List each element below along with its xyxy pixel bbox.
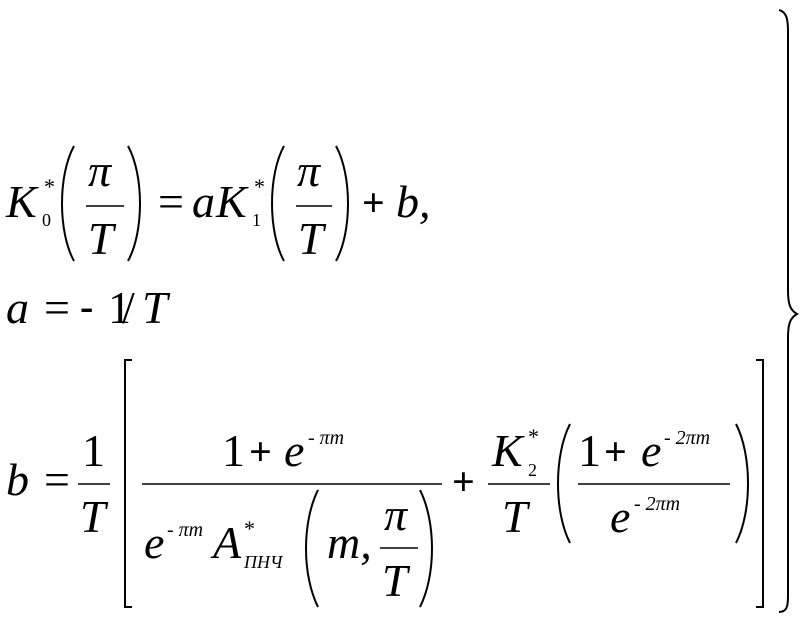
var-m-comma: m, xyxy=(327,517,372,568)
star-K2: * xyxy=(528,424,539,449)
minus-sign-2: - xyxy=(80,284,93,329)
equation-line-3: b = 1 T 1 + e - πm e - πm A * ПНЧ m, π T… xyxy=(6,359,764,608)
T-denominator-1: T xyxy=(88,213,117,264)
equals-sign-2: = xyxy=(44,282,70,333)
var-a-2: a xyxy=(6,282,29,333)
var-K1: K xyxy=(215,176,249,227)
e-frac-denominator: e xyxy=(144,517,164,568)
var-K2: K xyxy=(491,425,525,476)
exp-neg-pi-m-numerator: - πm xyxy=(308,427,344,449)
paren-right-1 xyxy=(127,145,141,262)
pi-inner-numerator: π xyxy=(384,489,409,540)
plus-frac2-numerator: + xyxy=(604,429,627,474)
var-K0: K xyxy=(5,176,39,227)
T-denominator-2: T xyxy=(298,213,327,264)
subscript-0: 0 xyxy=(42,210,51,230)
var-b-comma: b, xyxy=(396,176,431,227)
number-one-2: 1 xyxy=(108,282,131,333)
exp-neg-2pi-m-denominator: - 2πm xyxy=(634,493,680,515)
exp-neg-pi-m-denominator: - πm xyxy=(167,519,203,541)
bracket-left xyxy=(124,359,132,608)
plus-sign-1: + xyxy=(362,180,385,225)
subscript-pnch: ПНЧ xyxy=(243,552,284,572)
paren-right-A xyxy=(419,489,433,608)
e-frac2-numerator: e xyxy=(641,425,661,476)
star-K0: * xyxy=(44,174,55,199)
pi-numerator-2: π xyxy=(297,145,322,196)
star-A: * xyxy=(244,516,255,541)
exp-neg-2pi-m-numerator: - 2πm xyxy=(664,427,710,449)
T-denominator-K2: T xyxy=(502,491,531,542)
one-numerator-3: 1 xyxy=(82,425,105,476)
pi-numerator-1: π xyxy=(88,145,113,196)
equation-line-1: K * 0 π T = a K * 1 π T + b, xyxy=(5,145,431,264)
var-T-2: T xyxy=(142,282,171,333)
subscript-1: 1 xyxy=(252,210,261,230)
T-denominator-3: T xyxy=(80,491,109,542)
slash-2: / xyxy=(122,282,135,333)
paren-left-frac2 xyxy=(557,423,571,544)
bracket-right xyxy=(756,359,764,608)
star-K1: * xyxy=(254,174,265,199)
paren-left-1 xyxy=(61,145,75,262)
paren-right-frac2 xyxy=(735,423,749,544)
curly-brace-right xyxy=(778,9,800,613)
var-A-pnch: A xyxy=(210,517,242,568)
one-frac-numerator: 1 xyxy=(222,425,245,476)
paren-left-A xyxy=(305,489,319,608)
var-a-1: a xyxy=(192,176,215,227)
equals-sign-3: = xyxy=(44,454,70,505)
equals-sign-1: = xyxy=(158,176,184,227)
equation-line-2: a = - 1 / T xyxy=(6,282,171,333)
one-frac2-numerator: 1 xyxy=(578,425,601,476)
e-frac2-denominator: e xyxy=(610,491,630,542)
paren-left-2 xyxy=(271,145,285,262)
plus-frac-numerator: + xyxy=(249,429,272,474)
subscript-2: 2 xyxy=(528,460,537,480)
plus-sign-3: + xyxy=(452,459,475,504)
e-frac-numerator: e xyxy=(284,425,304,476)
paren-right-2 xyxy=(335,145,349,262)
T-inner-denominator: T xyxy=(382,555,411,606)
var-b-3: b xyxy=(6,454,29,505)
